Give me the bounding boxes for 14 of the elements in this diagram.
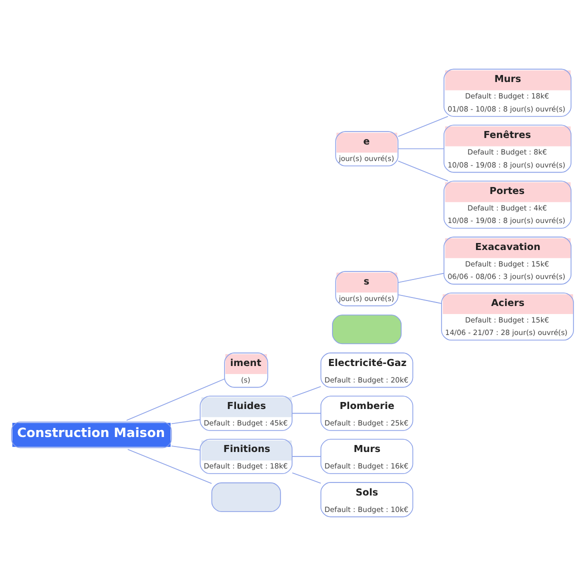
node-box xyxy=(332,314,402,344)
connector xyxy=(127,448,212,484)
connector xyxy=(171,445,200,450)
node-box xyxy=(211,482,281,512)
connector xyxy=(126,378,225,420)
connector xyxy=(398,272,444,282)
connector xyxy=(398,160,448,181)
connector xyxy=(398,148,444,149)
connector xyxy=(292,412,322,414)
connector xyxy=(292,472,322,484)
connector xyxy=(171,418,200,424)
connector xyxy=(398,116,448,136)
connector xyxy=(292,386,322,397)
connector xyxy=(398,294,442,304)
